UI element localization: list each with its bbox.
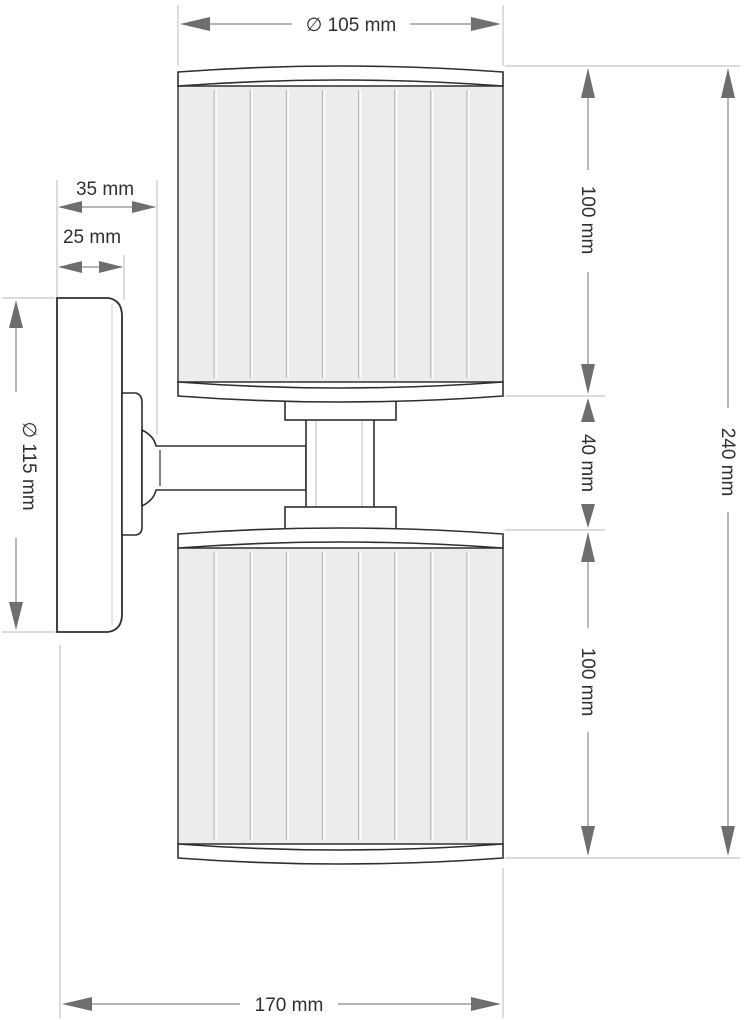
extension-lines xyxy=(2,5,740,1018)
label-lower-shade: 100 mm xyxy=(577,648,598,717)
label-shade-diameter: ∅ 105 mm xyxy=(306,15,396,36)
dimension-labels: ∅ 105 mm 35 mm 25 mm ∅ 115 mm 100 mm 40 … xyxy=(18,15,738,1016)
dim-upper-shade xyxy=(581,68,595,394)
label-total-height: 240 mm xyxy=(717,428,738,497)
lower-fitter-cap xyxy=(284,506,397,531)
dim-connector xyxy=(581,398,595,528)
shade-bottom-band xyxy=(177,843,504,865)
label-base-diameter: ∅ 115 mm xyxy=(18,421,39,510)
label-connector: 40 mm xyxy=(577,434,598,492)
mount-boss xyxy=(121,392,143,536)
arm xyxy=(141,428,307,508)
shade-top-band xyxy=(177,527,504,549)
dim-depth-outer xyxy=(58,201,156,213)
dim-lower-shade xyxy=(581,532,595,856)
dim-total-width xyxy=(62,997,501,1011)
wall-plate xyxy=(56,297,123,633)
dim-base-diameter xyxy=(9,300,23,630)
label-depth-outer: 35 mm xyxy=(76,179,134,200)
dim-shade-diameter xyxy=(180,17,501,31)
lower-shade xyxy=(177,527,504,865)
shade-body xyxy=(177,547,504,845)
dim-total-height xyxy=(721,68,735,856)
central-column xyxy=(305,417,375,509)
dim-depth-inner xyxy=(58,261,123,273)
label-total-width: 170 mm xyxy=(255,995,324,1016)
shade-bottom-band xyxy=(177,381,504,403)
shade-top-band xyxy=(177,65,504,87)
upper-shade xyxy=(177,65,504,403)
label-upper-shade: 100 mm xyxy=(577,186,598,255)
label-depth-inner: 25 mm xyxy=(63,227,121,248)
shade-body xyxy=(177,85,504,383)
